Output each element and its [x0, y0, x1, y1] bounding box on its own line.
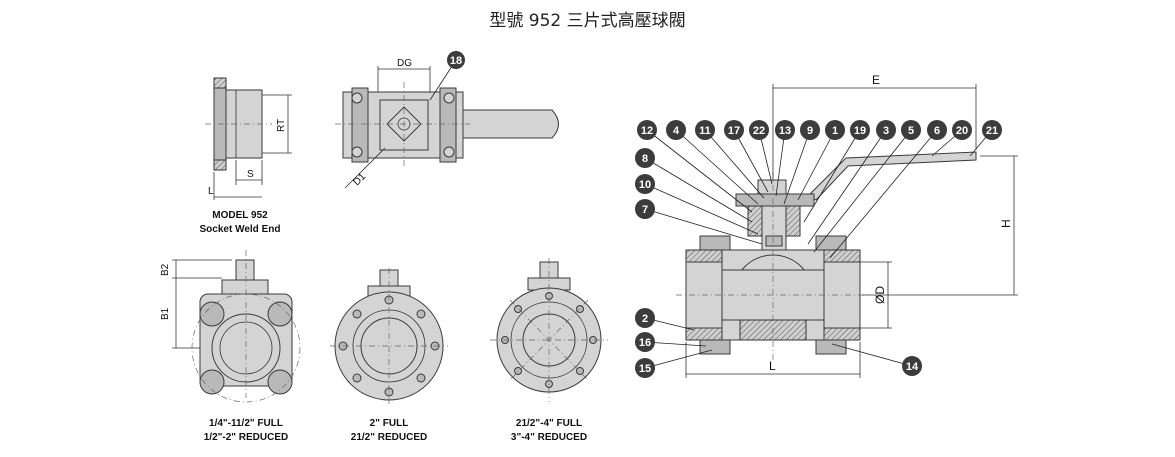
end-view-small: B2 B1 1/4"-11/2" FULL 1/2"-2" REDUCED	[160, 250, 301, 443]
dim-d1: D1	[351, 171, 368, 188]
dim-od: ØD	[873, 286, 887, 304]
bubble-top-2: 4	[673, 125, 680, 137]
model-caption-line2: Socket Weld End	[200, 224, 281, 235]
dim-l-main: L	[769, 359, 776, 373]
bubble-bottom-2: 16	[639, 337, 651, 349]
model-caption-line1: MODEL 952	[212, 210, 268, 221]
bubble-top-3: 11	[699, 125, 711, 137]
view-1-line1: 1/4"-11/2" FULL	[209, 418, 283, 429]
bubble-top-8: 1	[832, 125, 838, 137]
top-view: DG D1 18	[335, 51, 559, 189]
view-2-line1: 2" FULL	[370, 418, 409, 429]
bubble-top-9: 19	[854, 125, 866, 137]
bubble-left-1: 8	[642, 153, 648, 165]
dim-b1: B1	[160, 307, 171, 320]
bubble-top-10: 3	[883, 125, 889, 137]
dim-rt: RT	[276, 119, 287, 132]
bubble-left-3: 7	[642, 204, 648, 216]
bubble-bottom-1: 2	[642, 313, 648, 325]
bubble-top-7: 9	[807, 125, 813, 137]
dim-h: H	[999, 219, 1013, 228]
bubble-top-6: 13	[779, 125, 791, 137]
dim-s: S	[247, 169, 254, 180]
view-2-line2: 21/2" REDUCED	[351, 432, 427, 443]
bubble-14: 14	[906, 361, 919, 373]
view-1-line2: 1/2"-2" REDUCED	[204, 432, 289, 443]
dim-dg: DG	[397, 58, 412, 69]
bubble-top-13: 20	[956, 125, 968, 137]
bubble-18: 18	[450, 55, 462, 67]
view-3-line2: 3"-4" REDUCED	[511, 432, 587, 443]
dim-b2: B2	[160, 263, 171, 276]
end-view-large: 21/2"-4" FULL 3"-4" REDUCED	[490, 258, 608, 443]
socket-weld-end-detail: RT S L MODEL 952 Socket Weld End	[200, 77, 292, 235]
bubble-bottom-3: 15	[639, 363, 651, 375]
bubble-top-1: 12	[641, 125, 653, 137]
view-3-line1: 21/2"-4" FULL	[516, 418, 582, 429]
page-title: 型號 952 三片式高壓球閥	[489, 11, 686, 31]
bubble-left-2: 10	[639, 179, 651, 191]
bubble-top-4: 17	[728, 125, 740, 137]
dim-l-small: L	[208, 186, 214, 197]
sectional-view: E H ØD L	[635, 73, 1018, 378]
end-view-medium: 2" FULL 21/2" REDUCED	[330, 268, 448, 443]
bubble-top-11: 5	[908, 125, 914, 137]
bubble-top-14: 21	[986, 125, 998, 137]
dim-e: E	[872, 73, 880, 87]
bubble-top-5: 22	[753, 125, 765, 137]
bubble-top-12: 6	[934, 125, 940, 137]
